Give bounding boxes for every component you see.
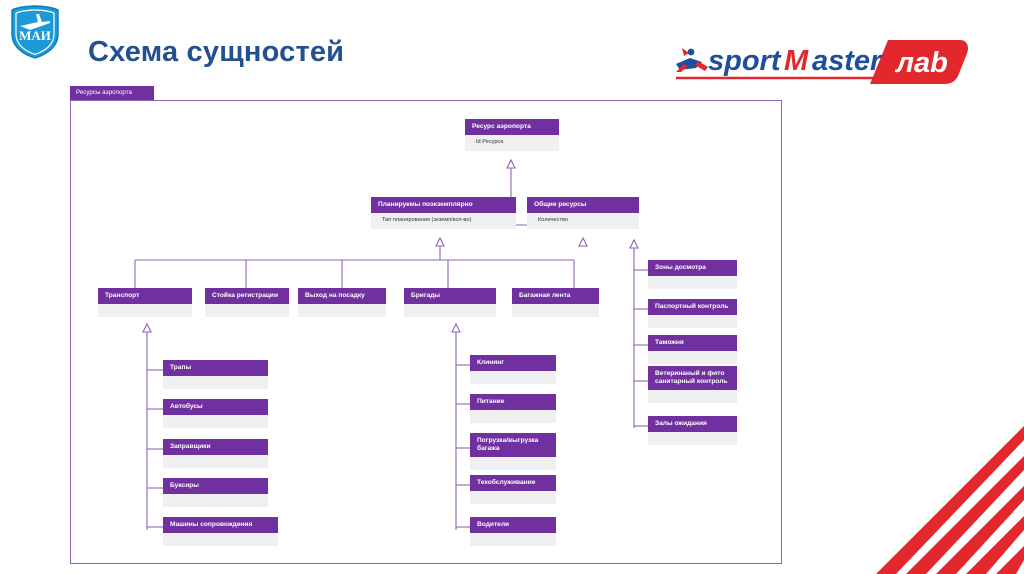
- node-attribute: [163, 455, 268, 469]
- node-tow-tractors[interactable]: Буксиры: [163, 478, 268, 508]
- node-title: Ветеринаный и фито санитарный контроль: [648, 366, 737, 391]
- node-attribute: [512, 304, 599, 318]
- node-attribute: [470, 491, 556, 505]
- node-baggage-belt[interactable]: Багажная лента: [512, 288, 599, 318]
- node-attribute: [470, 371, 556, 385]
- node-title: Трапы: [163, 360, 268, 377]
- node-title: Транспорт: [98, 288, 192, 305]
- node-attribute: [298, 304, 386, 318]
- node-customs[interactable]: Таможня: [648, 335, 737, 365]
- node-catering[interactable]: Питание: [470, 394, 556, 424]
- node-attribute: [98, 304, 192, 318]
- node-cleaning[interactable]: Клининг: [470, 355, 556, 385]
- node-attribute: [648, 390, 737, 404]
- node-title: Машины сопровождения: [163, 517, 278, 534]
- node-screening-zones[interactable]: Зоны досмотра: [648, 260, 737, 290]
- node-title: Питание: [470, 394, 556, 411]
- node-shared-resources[interactable]: Общие ресурсы Количество: [527, 197, 639, 229]
- node-planned-per-instance[interactable]: Планируемы поэкземплярно Тип планировани…: [371, 197, 516, 229]
- node-title: Заправщики: [163, 439, 268, 456]
- node-title: Стойка регистрации: [205, 288, 289, 305]
- node-title: Погрузка/выгрузка багажа: [470, 433, 556, 458]
- node-attribute: [404, 304, 496, 318]
- corner-stripes-decoration: [876, 426, 1024, 574]
- node-attribute: [648, 351, 737, 365]
- node-drivers[interactable]: Водители: [470, 517, 556, 547]
- node-title: Техобслуживание: [470, 475, 556, 492]
- node-waiting-lounges[interactable]: Залы ожидания: [648, 416, 737, 446]
- node-title: Паспортный контроль: [648, 299, 737, 316]
- node-passport-control[interactable]: Паспортный контроль: [648, 299, 737, 329]
- node-title: Буксиры: [163, 478, 268, 495]
- svg-text:МАИ: МАИ: [19, 28, 51, 43]
- node-attribute: Тип планирования (экземп/кол-во): [371, 213, 516, 229]
- node-title: Автобусы: [163, 399, 268, 416]
- node-attribute: [648, 432, 737, 446]
- node-transport[interactable]: Транспорт: [98, 288, 192, 318]
- node-title: Таможня: [648, 335, 737, 352]
- node-baggage-handling[interactable]: Погрузка/выгрузка багажа: [470, 433, 556, 471]
- node-title: Бригады: [404, 288, 496, 305]
- node-title: Клининг: [470, 355, 556, 372]
- node-title: Ресурс аэропорта: [465, 119, 559, 136]
- node-veterinary-phytosanitary-control[interactable]: Ветеринаный и фито санитарный контроль: [648, 366, 737, 404]
- node-title: Багажная лента: [512, 288, 599, 305]
- node-attribute: [648, 276, 737, 290]
- node-attribute: Id Ресурса: [465, 135, 559, 151]
- node-attribute: [163, 376, 268, 390]
- node-title: Зоны досмотра: [648, 260, 737, 277]
- node-technical-maintenance[interactable]: Техобслуживание: [470, 475, 556, 505]
- package-frame: Ресурсы аэропорта: [70, 86, 782, 564]
- brand-word-sport: sport: [708, 45, 782, 77]
- node-checkin-desk[interactable]: Стойка регистрации: [205, 288, 289, 318]
- node-title: Залы ожидания: [648, 416, 737, 433]
- runner-icon: [676, 48, 708, 72]
- node-attribute: [163, 533, 278, 547]
- node-attribute: [470, 457, 556, 471]
- node-resource-root[interactable]: Ресурс аэропорта Id Ресурса: [465, 119, 559, 151]
- page-title: Схема сущностей: [88, 36, 345, 68]
- node-title: Водители: [470, 517, 556, 534]
- node-fuel-trucks[interactable]: Заправщики: [163, 439, 268, 469]
- node-title: Планируемы поэкземплярно: [371, 197, 516, 214]
- node-boarding-gate[interactable]: Выход на посадку: [298, 288, 386, 318]
- node-attribute: [205, 304, 289, 318]
- node-attribute: [648, 315, 737, 329]
- node-escort-vehicles[interactable]: Машины сопровождения: [163, 517, 278, 547]
- package-body: [70, 100, 782, 564]
- node-brigades[interactable]: Бригады: [404, 288, 496, 318]
- node-attribute: [470, 533, 556, 547]
- brand-word-m: M: [784, 45, 809, 77]
- brand-word-aster: aster: [812, 45, 883, 77]
- node-buses[interactable]: Автобусы: [163, 399, 268, 429]
- brand-word-lab: лаb: [894, 47, 948, 79]
- node-attribute: [163, 415, 268, 429]
- node-title: Выход на посадку: [298, 288, 386, 305]
- node-title: Общие ресурсы: [527, 197, 639, 214]
- node-attribute: [163, 494, 268, 508]
- node-attribute: [470, 410, 556, 424]
- sportmaster-lab-logo: sport M aster лаb: [676, 40, 968, 84]
- node-attribute: Количество: [527, 213, 639, 229]
- node-ramps[interactable]: Трапы: [163, 360, 268, 390]
- mai-logo-icon: МАИ: [11, 5, 59, 59]
- package-tab-label: Ресурсы аэропорта: [70, 86, 154, 100]
